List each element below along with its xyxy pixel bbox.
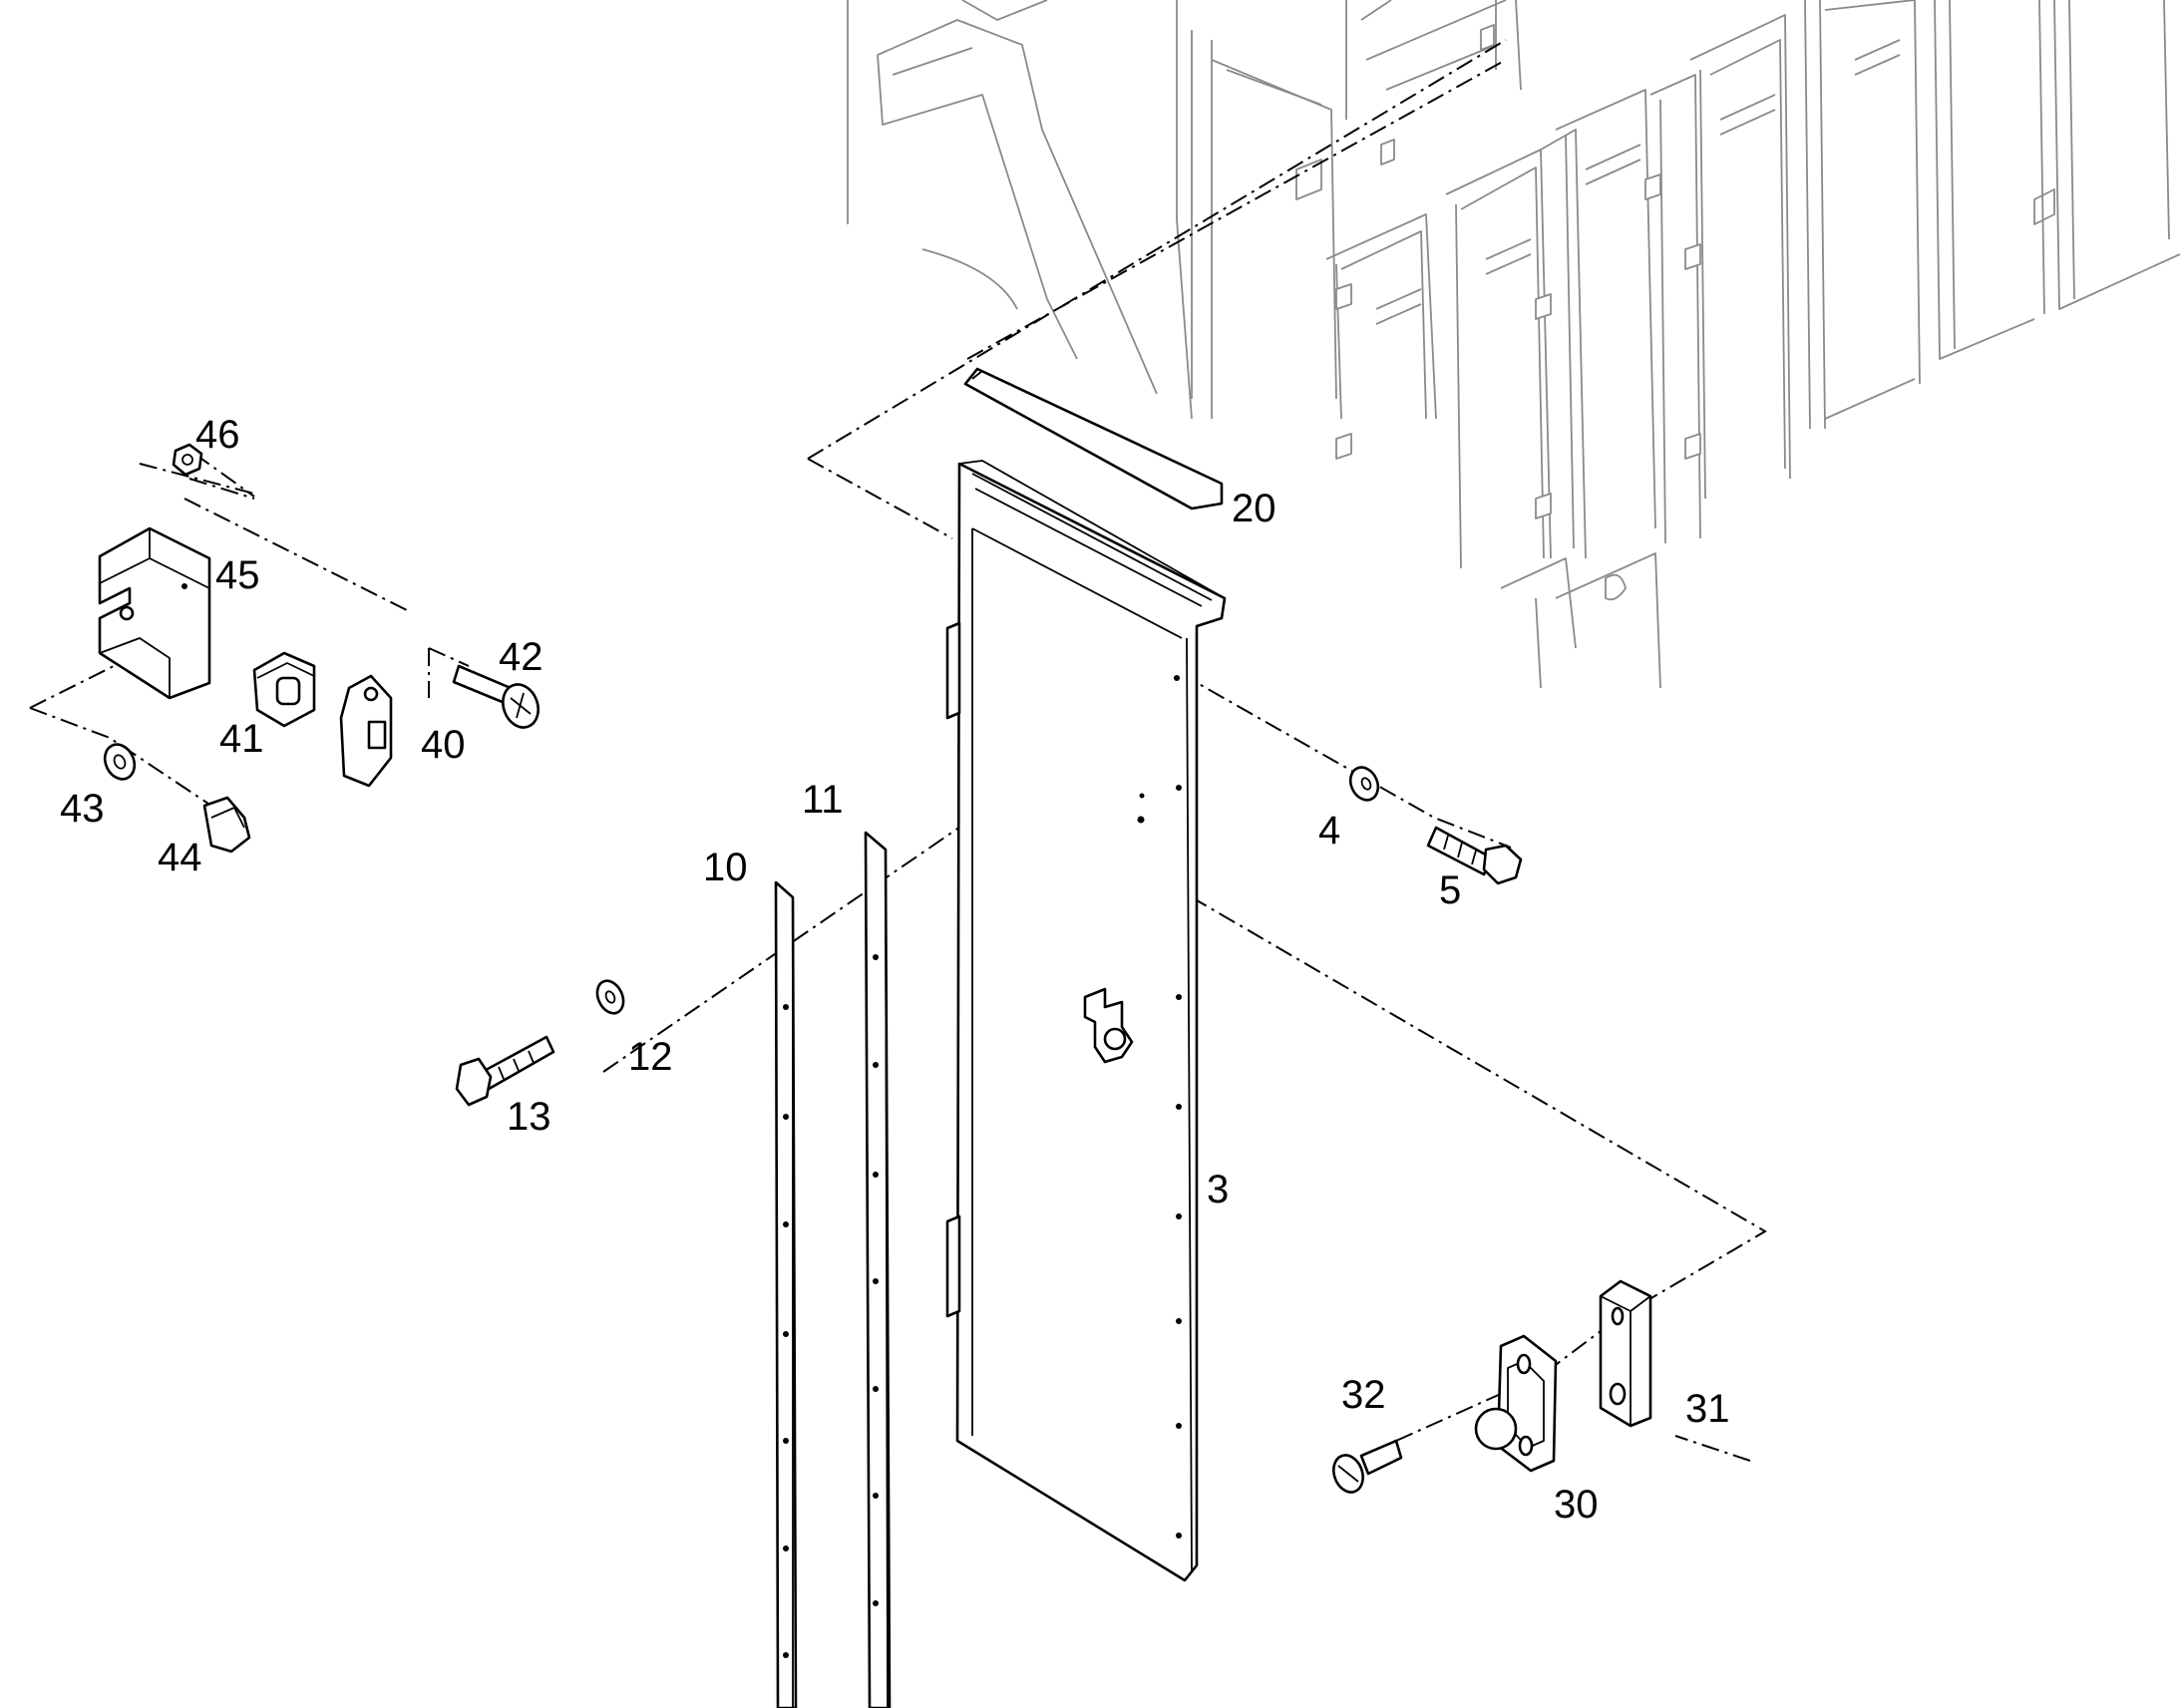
callout-20: 20 xyxy=(1232,487,1276,530)
part-10-hinge-strip xyxy=(774,880,798,1708)
callout-13: 13 xyxy=(507,1095,551,1139)
callout-43: 43 xyxy=(60,787,105,831)
part-41-rubber-block xyxy=(252,651,316,728)
part-20-seal-strip xyxy=(963,367,1224,511)
part-12-washer xyxy=(595,979,625,1015)
part-44-cap-bolt xyxy=(202,796,251,854)
part-3-door-panel xyxy=(945,460,1227,1582)
callout-10: 10 xyxy=(703,846,748,889)
callout-30: 30 xyxy=(1554,1483,1599,1527)
callout-3: 3 xyxy=(1207,1168,1229,1211)
part-5-hex-bolt xyxy=(1426,826,1523,885)
callout-41: 41 xyxy=(219,717,264,761)
callout-45: 45 xyxy=(215,553,260,597)
callout-44: 44 xyxy=(158,836,202,879)
background-machine-assembly xyxy=(847,0,2180,689)
part-30-latch-pin-plate xyxy=(1474,1334,1558,1473)
callout-31: 31 xyxy=(1685,1387,1730,1431)
callout-4: 4 xyxy=(1318,809,1340,853)
part-11-hinge-strip xyxy=(864,831,892,1708)
callout-labels: 46 45 42 41 40 43 44 20 11 10 12 13 4 5 … xyxy=(60,413,1730,1527)
callout-46: 46 xyxy=(195,413,240,457)
part-40-striker-plate xyxy=(339,674,393,788)
callout-42: 42 xyxy=(499,635,544,679)
callout-12: 12 xyxy=(628,1035,673,1079)
callout-40: 40 xyxy=(421,723,466,767)
part-31-spacer-block xyxy=(1599,1279,1652,1428)
part-42-phillips-screw xyxy=(452,664,540,729)
callout-32: 32 xyxy=(1341,1373,1386,1417)
part-4-washer xyxy=(1348,766,1380,802)
part-43-washer xyxy=(103,743,137,781)
callout-5: 5 xyxy=(1439,868,1461,912)
part-13-hex-bolt xyxy=(455,1035,555,1107)
part-45-bracket xyxy=(98,526,211,700)
callout-11: 11 xyxy=(802,778,844,822)
part-32-slotted-screw xyxy=(1332,1439,1403,1494)
part-46-nut xyxy=(172,443,203,477)
